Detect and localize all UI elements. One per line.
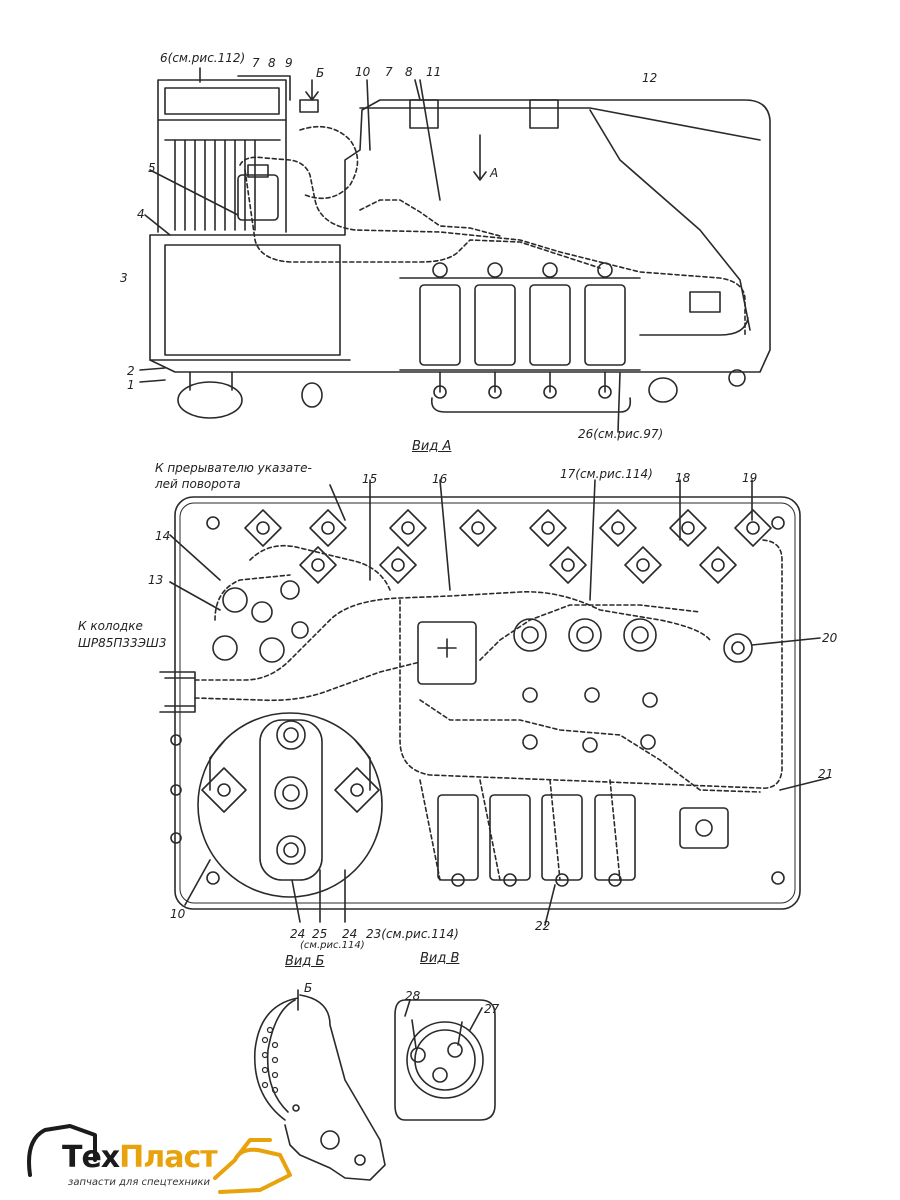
callout-4: 4	[137, 207, 145, 221]
brand-logo: ТехПласт	[62, 1140, 218, 1175]
callout-11: 11	[426, 65, 442, 79]
callout-26: 26(см.рис.97)	[578, 427, 664, 441]
view-b-callout: Б	[304, 981, 313, 995]
callout-16: 16	[432, 472, 448, 486]
callout-a: А	[490, 166, 499, 180]
callout-15: 15	[362, 472, 378, 486]
view-v-drawing	[394, 999, 496, 1121]
callout-5: 5	[148, 161, 156, 175]
note-connector-2: ШР85П33ЭШ3	[78, 636, 167, 650]
view-a-title: Вид А	[412, 439, 452, 454]
callout-1: 1	[127, 378, 135, 392]
note-connector: К колодке	[78, 619, 143, 633]
callout-25: 25	[312, 927, 328, 941]
callout-18: 18	[675, 471, 691, 485]
callout-9: 9	[285, 56, 293, 70]
callout-10: 10	[355, 65, 371, 79]
view-v-title: Вид В	[420, 951, 460, 966]
view-b-title: Вид Б	[285, 954, 325, 969]
callout-24-a: 24	[290, 927, 306, 941]
logo-mark	[27, 1124, 292, 1194]
callout-13: 13	[148, 573, 164, 587]
callout-28: 28	[405, 989, 421, 1003]
note-turn-signal: К прерывателю указате-	[155, 461, 312, 475]
callout-7b: 7	[385, 65, 393, 79]
callout-24-b: 24	[342, 927, 358, 941]
callout-27: 27	[484, 1002, 500, 1016]
callout-12: 12	[642, 71, 658, 85]
callout-8b: 8	[405, 65, 413, 79]
callout-21: 21	[818, 767, 834, 781]
callout-19: 19	[742, 471, 758, 485]
callout-22: 22	[535, 919, 551, 933]
callout-7: 7	[252, 56, 260, 70]
callout-b: Б	[316, 66, 325, 80]
callout-17: 17(см.рис.114)	[560, 467, 653, 481]
note-turn-signal-2: лей поворота	[155, 477, 241, 491]
callout-14: 14	[155, 529, 171, 543]
callout-see-114: (см.рис.114)	[300, 940, 365, 951]
view-a-drawing	[159, 479, 829, 926]
callout-3: 3	[120, 271, 128, 285]
brand-name-part2: Пласт	[119, 1140, 217, 1175]
top-view-drawing	[139, 67, 771, 433]
callout-20: 20	[822, 631, 838, 645]
brand-tagline: запчасти для спецтехники	[68, 1177, 210, 1188]
callout-2: 2	[127, 364, 135, 378]
view-b-drawing	[253, 989, 386, 1181]
callout-23: 23(см.рис.114)	[366, 927, 459, 941]
callout-8: 8	[268, 56, 276, 70]
brand-name-part1: Тех	[62, 1140, 120, 1175]
callout-6: 6(см.рис.112)	[160, 51, 246, 65]
callout-10-a: 10	[170, 907, 186, 921]
